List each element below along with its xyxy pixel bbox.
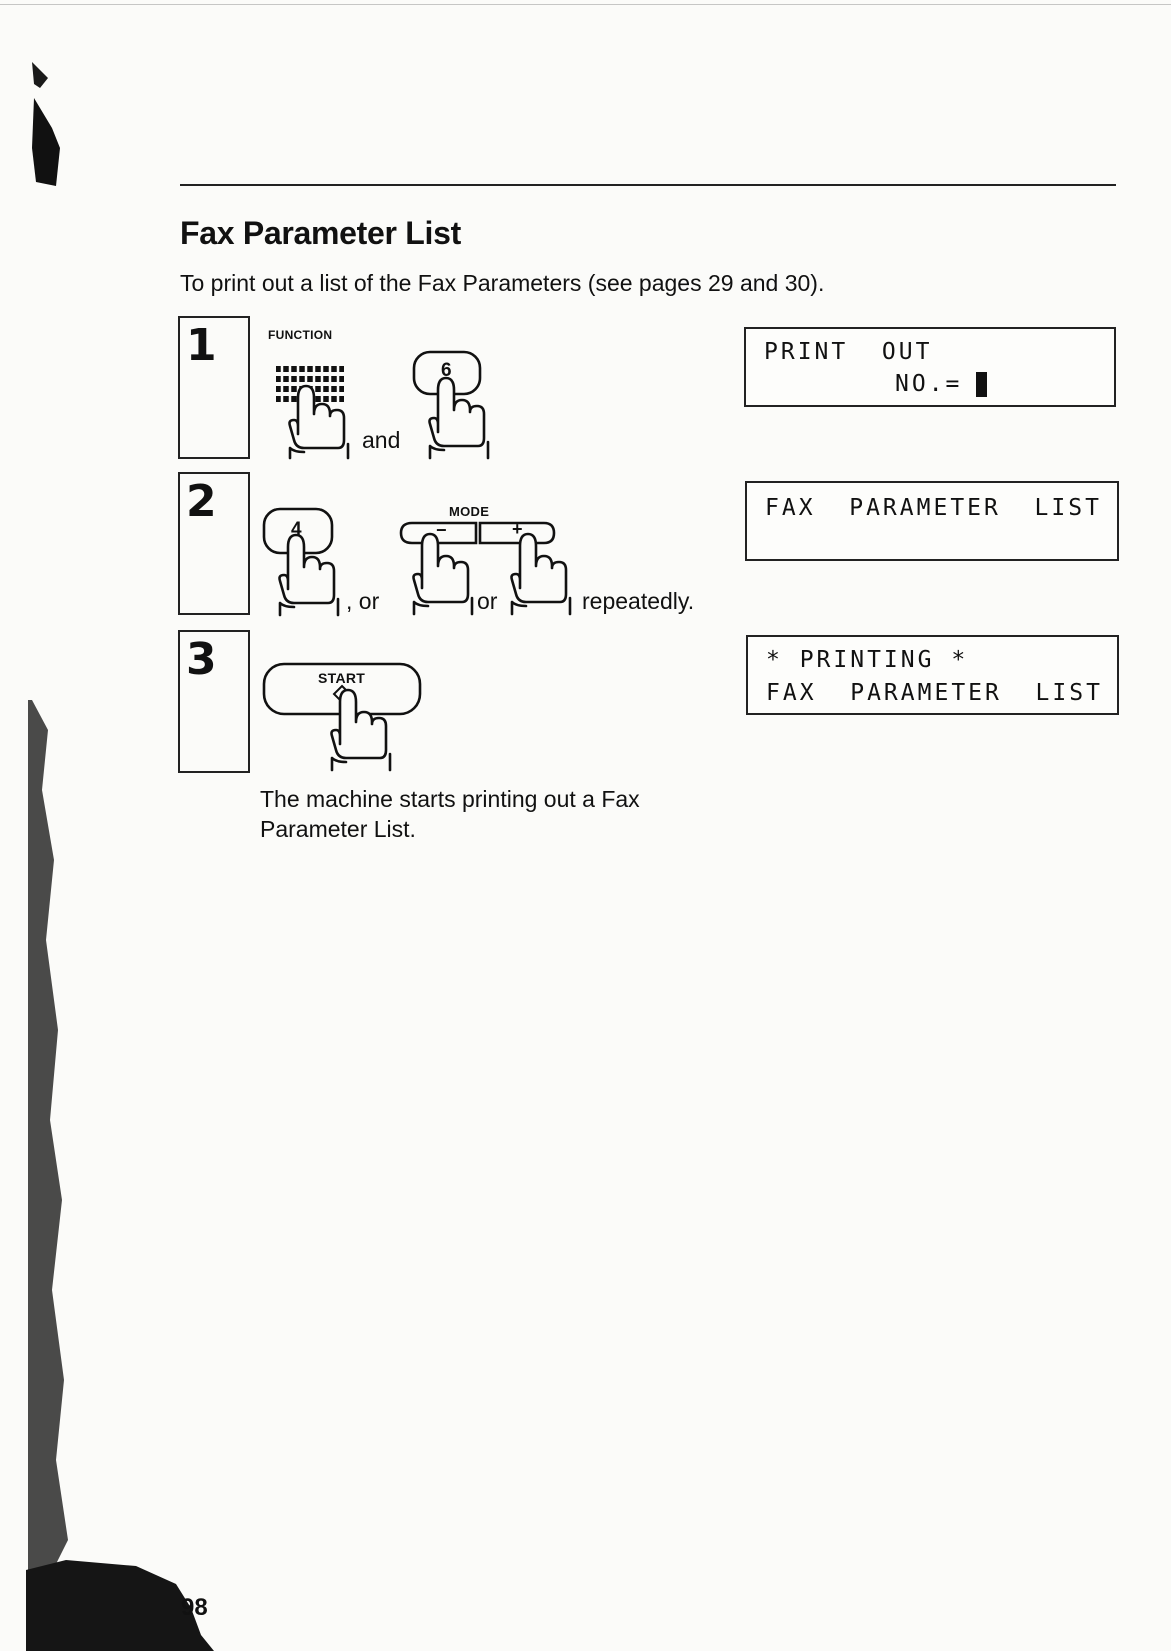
lcd-line-1: PRINT OUT xyxy=(764,339,932,365)
press-hand-icon xyxy=(506,532,574,618)
section-rule xyxy=(180,184,1116,186)
binding-shadow-left xyxy=(28,700,74,1580)
press-hand-icon xyxy=(274,533,342,619)
step-2-box: 2 xyxy=(178,472,250,615)
press-hand-icon xyxy=(284,382,352,460)
press-hand-icon xyxy=(424,376,492,460)
lcd-line-1: * PRINTING * xyxy=(766,647,968,673)
step-2-number: 2 xyxy=(186,476,217,527)
step-3-box: 3 xyxy=(178,630,250,773)
lcd-line-2: FAX PARAMETER LIST xyxy=(766,680,1103,706)
lcd-display-step-2: FAX PARAMETER LIST xyxy=(745,481,1119,561)
lcd-line-1: FAX PARAMETER LIST xyxy=(765,495,1102,521)
lcd-line-2: NO.= xyxy=(895,371,962,397)
start-key-label: START xyxy=(318,670,365,686)
or-connector-2: or xyxy=(477,588,497,615)
or-connector-1: , or xyxy=(346,588,379,615)
section-intro: To print out a list of the Fax Parameter… xyxy=(180,270,824,297)
page-number: 98 xyxy=(181,1594,208,1622)
lcd-display-step-1: PRINT OUT NO.= xyxy=(744,327,1116,407)
scan-top-edge xyxy=(0,4,1171,5)
press-hand-icon xyxy=(408,532,476,618)
binding-shadow-top xyxy=(30,58,66,188)
section-title: Fax Parameter List xyxy=(180,215,461,252)
and-connector: and xyxy=(362,427,400,454)
step-3-number: 3 xyxy=(186,634,217,685)
press-hand-icon xyxy=(326,688,394,774)
repeatedly-text: repeatedly. xyxy=(582,588,694,615)
function-label: FUNCTION xyxy=(268,328,332,342)
step-3-description: The machine starts printing out a Fax Pa… xyxy=(260,784,720,844)
lcd-cursor xyxy=(976,372,987,397)
lcd-display-step-3: * PRINTING * FAX PARAMETER LIST xyxy=(746,635,1119,715)
mode-label: MODE xyxy=(449,504,489,519)
step-1-number: 1 xyxy=(186,320,217,371)
step-1-box: 1 xyxy=(178,316,250,459)
